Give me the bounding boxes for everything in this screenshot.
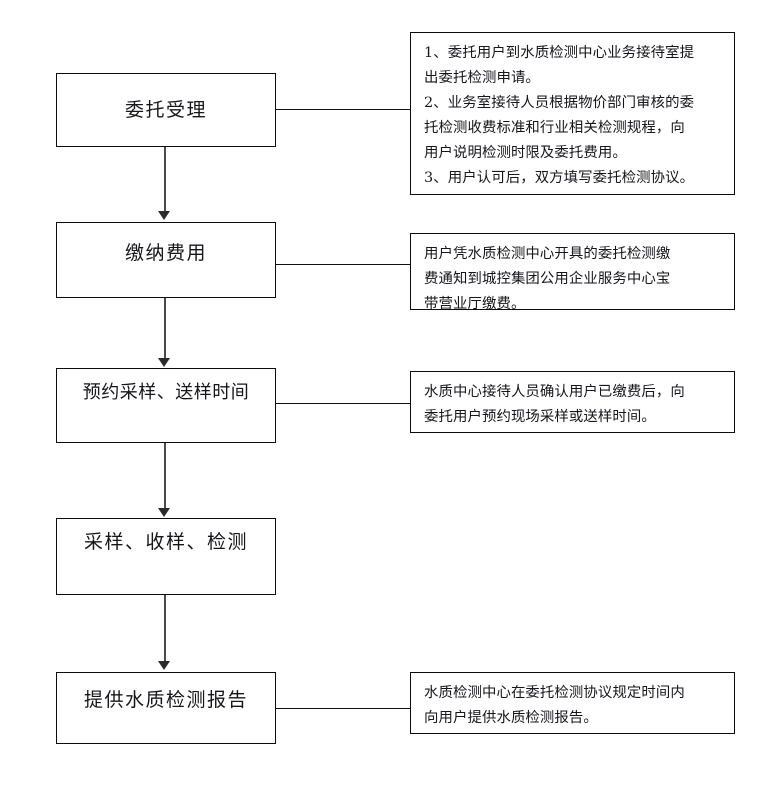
description-box-step-5: 水质检测中心在委托检测协议规定时间内 向用户提供水质检测报告。 bbox=[410, 672, 735, 734]
description-line: 3、用户认可后，双方填写委托检测协议。 bbox=[424, 170, 695, 186]
process-box-step-3[interactable]: 预约采样、送样时间 bbox=[56, 368, 276, 443]
process-label-step-4: 采样、收样、检测 bbox=[83, 531, 248, 553]
arrow-head-step-4-to-5 bbox=[158, 661, 170, 670]
description-line: 出委托检测申请。 bbox=[424, 70, 540, 86]
description-line: 用户凭水质检测中心开具的委托检测缴 bbox=[424, 246, 671, 262]
arrow-head-step-3-to-4 bbox=[158, 508, 170, 517]
process-box-step-1[interactable]: 委托受理 bbox=[56, 73, 276, 147]
description-box-step-2: 用户凭水质检测中心开具的委托检测缴 费通知到城控集团公用企业服务中心宝 带营业厅… bbox=[410, 233, 735, 312]
description-line: 带营业厅缴费。 bbox=[424, 296, 526, 312]
description-line: 2、业务室接待人员根据物价部门审核的委 bbox=[424, 95, 695, 111]
connector-step-1-to-description bbox=[276, 109, 410, 111]
arrow-head-step-1-to-2 bbox=[158, 211, 170, 220]
process-label-step-3: 预约采样、送样时间 bbox=[82, 382, 250, 403]
description-text-step-1: 1、委托用户到水质检测中心业务接待室提 出委托检测申请。 2、业务室接待人员根据… bbox=[424, 41, 723, 191]
arrow-head-step-2-to-3 bbox=[158, 358, 170, 367]
process-label-step-5: 提供水质检测报告 bbox=[83, 689, 248, 711]
arrow-line-step-3-to-4 bbox=[164, 443, 166, 509]
description-line: 托检测收费标准和行业相关检测规程，向 bbox=[424, 120, 685, 136]
process-box-step-5[interactable]: 提供水质检测报告 bbox=[56, 672, 276, 744]
arrow-line-step-1-to-2 bbox=[164, 147, 166, 212]
arrow-line-step-4-to-5 bbox=[164, 595, 166, 662]
description-line: 水质中心接待人员确认用户已缴费后，向 bbox=[424, 384, 685, 400]
description-line: 1、委托用户到水质检测中心业务接待室提 bbox=[424, 45, 695, 61]
process-box-step-4[interactable]: 采样、收样、检测 bbox=[56, 518, 276, 595]
process-label-step-1: 委托受理 bbox=[124, 99, 207, 121]
arrow-line-step-2-to-3 bbox=[164, 298, 166, 360]
description-text-step-5: 水质检测中心在委托检测协议规定时间内 向用户提供水质检测报告。 bbox=[424, 681, 723, 731]
process-box-step-2[interactable]: 缴纳费用 bbox=[56, 222, 276, 298]
connector-step-2-to-description bbox=[276, 264, 410, 266]
description-text-step-3: 水质中心接待人员确认用户已缴费后，向 委托用户预约现场采样或送样时间。 bbox=[424, 380, 723, 430]
description-line: 费通知到城控集团公用企业服务中心宝 bbox=[424, 271, 671, 287]
description-line: 向用户提供水质检测报告。 bbox=[424, 710, 598, 726]
description-box-step-3: 水质中心接待人员确认用户已缴费后，向 委托用户预约现场采样或送样时间。 bbox=[410, 371, 735, 433]
connector-step-3-to-description bbox=[276, 403, 410, 405]
description-text-step-2: 用户凭水质检测中心开具的委托检测缴 费通知到城控集团公用企业服务中心宝 带营业厅… bbox=[424, 242, 723, 317]
description-box-step-1: 1、委托用户到水质检测中心业务接待室提 出委托检测申请。 2、业务室接待人员根据… bbox=[410, 32, 735, 195]
description-line: 用户说明检测时限及委托费用。 bbox=[424, 145, 627, 161]
connector-step-5-to-description bbox=[276, 708, 410, 710]
description-line: 水质检测中心在委托检测协议规定时间内 bbox=[424, 685, 685, 701]
process-label-step-2: 缴纳费用 bbox=[124, 242, 207, 264]
description-line: 委托用户预约现场采样或送样时间。 bbox=[424, 409, 656, 425]
